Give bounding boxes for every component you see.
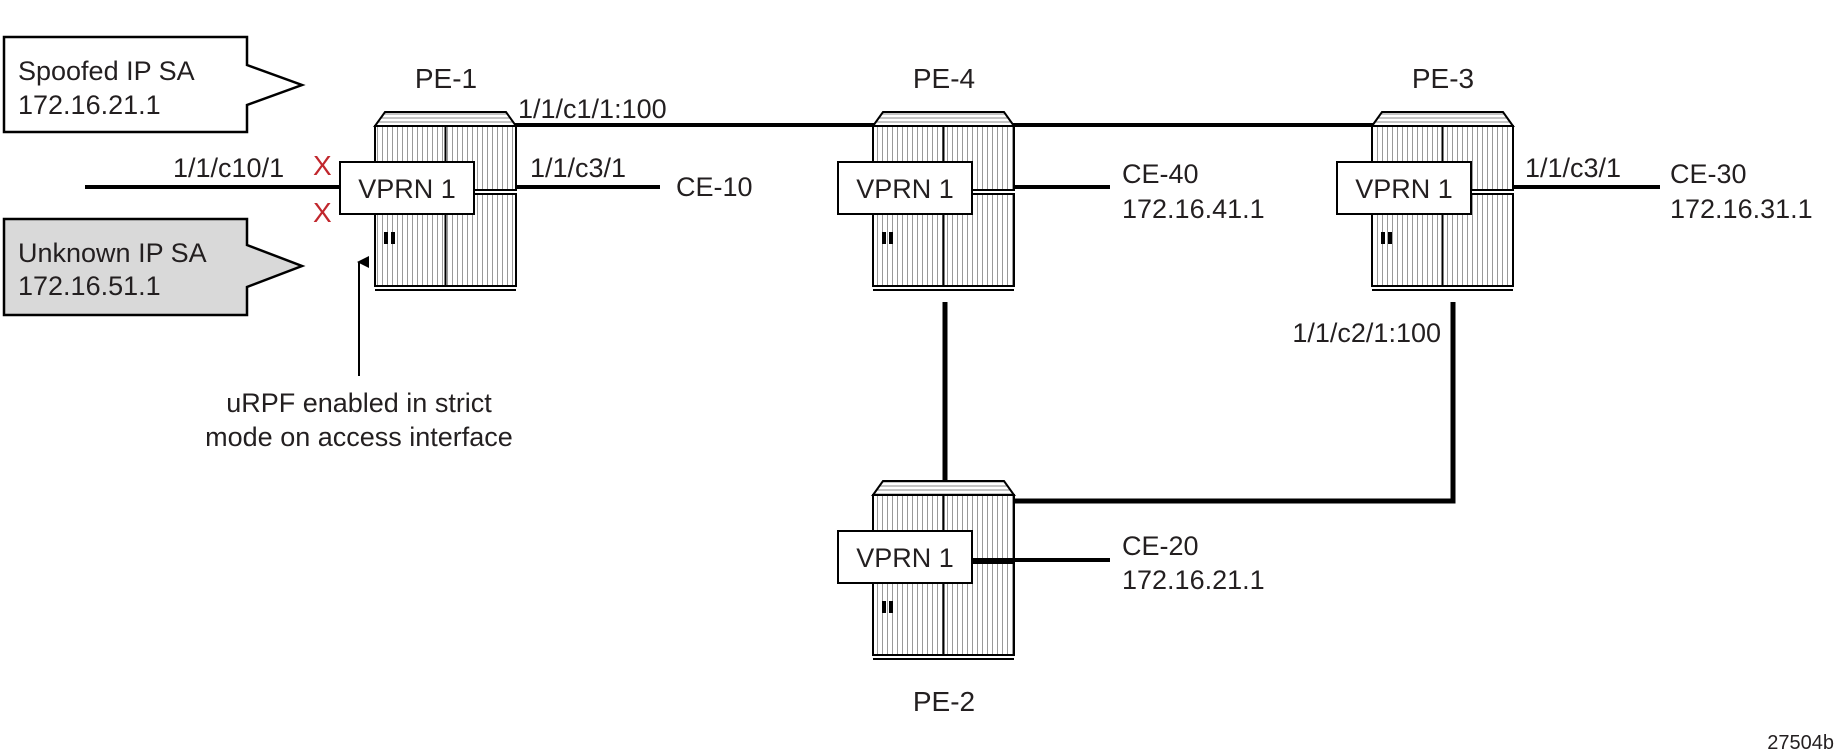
unknown-ip-callout: Unknown IP SA 172.16.51.1 [2,217,306,317]
port-label-pe1-ce10: 1/1/c3/1 [530,153,626,183]
router-pe3-name: PE-3 [1412,63,1474,94]
ce20-ip: 172.16.21.1 [1122,565,1265,595]
ce30-name: CE-30 [1670,159,1747,189]
spoofed-ip-address: 172.16.21.1 [18,90,161,120]
vprn-label-pe3: VPRN 1 [1355,174,1453,204]
link-pe3-pe2 [1015,302,1456,504]
router-pe1-handle [384,232,388,244]
router-pe3-top [1370,111,1515,127]
ce40-ip: 172.16.41.1 [1122,194,1265,224]
unknown-ip-address: 172.16.51.1 [18,271,161,301]
router-pe4-handle [882,232,886,244]
vprn-label-pe4: VPRN 1 [856,174,954,204]
router-pe2: PE-2 VPRN 1 [837,480,1016,717]
port-label-pe3-pe2: 1/1/c2/1:100 [1292,318,1441,348]
port-label-pe3-ce30: 1/1/c3/1 [1525,153,1621,183]
router-pe2-name: PE-2 [913,686,975,717]
vprn-label-pe2: VPRN 1 [856,543,954,573]
router-pe1-top [373,111,518,127]
router-pe3-handle [1388,232,1392,244]
vprn-box-pe2 [837,530,973,584]
ce40-name: CE-40 [1122,159,1199,189]
router-pe4-name: PE-4 [913,63,975,94]
router-pe4-handle [889,232,893,244]
urpf-annotation-line1: uRPF enabled in strict [226,388,492,418]
vprn-box-pe3 [1336,161,1472,215]
spoofed-ip-label: Spoofed IP SA [18,56,195,86]
figure-id: 27504b [1767,732,1834,754]
port-label-pe1-pe4: 1/1/c1/1:100 [518,94,667,124]
drop-mark-unknown: X [313,197,332,228]
unknown-ip-label: Unknown IP SA [18,238,207,268]
router-pe1-name: PE-1 [415,63,477,94]
ce10-name: CE-10 [676,172,753,202]
urpf-annotation-line2: mode on access interface [205,422,513,452]
router-pe2-top [871,480,1016,496]
router-pe4-top [871,111,1016,127]
vprn-label-pe1: VPRN 1 [358,174,456,204]
router-pe1-handle [391,232,395,244]
router-pe2-handle [882,601,886,613]
vprn-box-pe4 [837,161,973,215]
router-pe2-handle [889,601,893,613]
port-label-pe1-access: 1/1/c10/1 [173,153,284,183]
spoofed-ip-callout: Spoofed IP SA 172.16.21.1 [2,35,306,134]
ce20-name: CE-20 [1122,531,1199,561]
router-pe3-handle [1381,232,1385,244]
vprn-box-pe1 [339,161,475,215]
ce30-ip: 172.16.31.1 [1670,194,1813,224]
drop-mark-spoofed: X [313,150,332,181]
